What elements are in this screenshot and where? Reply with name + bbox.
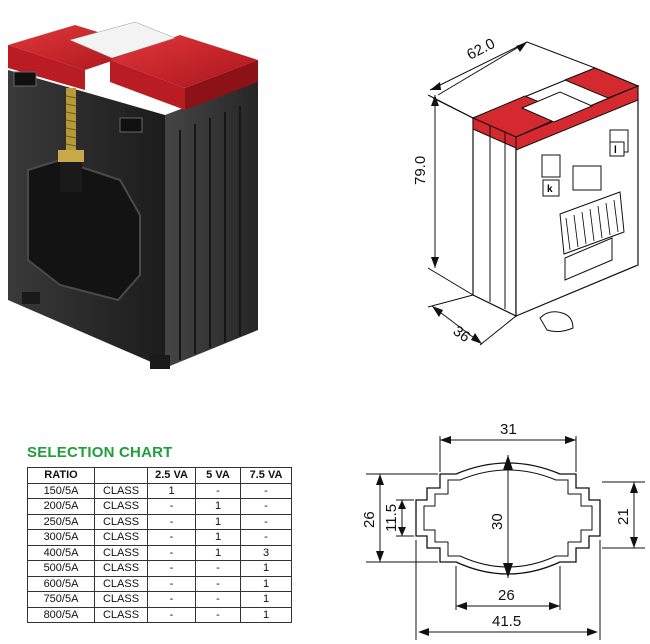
table-cell: CLASS	[94, 575, 148, 592]
table-cell: -	[240, 498, 292, 515]
table-cell: -	[147, 606, 196, 623]
table-cell: 1	[195, 513, 241, 530]
dim-top-31: 31	[500, 421, 517, 438]
dim-bottom-26: 26	[498, 587, 515, 604]
opening-outline	[415, 462, 601, 575]
table-cell: 1	[240, 606, 292, 623]
dim-opening-30: 30	[489, 513, 506, 530]
mount-foot-left	[22, 292, 40, 304]
header-2-5va: 2.5 VA	[147, 467, 196, 484]
iso-label-window	[520, 91, 594, 123]
table-cell: -	[195, 560, 241, 577]
dim-depth-36: 36	[450, 322, 473, 346]
table-cell: 750/5A	[27, 591, 95, 608]
table-cell: 1	[195, 498, 241, 515]
table-cell: 150/5A	[27, 482, 95, 499]
header-class	[94, 467, 148, 484]
selection-chart-title: SELECTION CHART	[27, 444, 173, 461]
red-cap-right	[110, 35, 258, 88]
table-cell: CLASS	[94, 544, 148, 561]
mount-foot-right	[150, 355, 170, 369]
table-cell: CLASS	[94, 498, 148, 515]
table-cell: -	[240, 482, 292, 499]
dim-height-79: 79.0	[412, 156, 429, 185]
terminal-l-label: l	[614, 145, 617, 156]
side-ribs	[179, 106, 241, 360]
table-cell: CLASS	[94, 529, 148, 546]
table-cell: 200/5A	[27, 498, 95, 515]
header-5va: 5 VA	[195, 467, 241, 484]
table-cell: 300/5A	[27, 529, 95, 546]
table-cell: 800/5A	[27, 606, 95, 623]
terminal-bolt	[66, 88, 76, 173]
header-ratio: RATIO	[27, 467, 95, 484]
terminal-slot-right	[119, 117, 143, 133]
transformer-side	[165, 80, 258, 368]
bolt-base	[60, 162, 82, 192]
iso-red-side-right	[515, 85, 639, 151]
table-cell: -	[195, 575, 241, 592]
iso-mount-foot	[539, 311, 574, 333]
table-cell: 1	[240, 591, 292, 608]
red-cap-right-side	[185, 60, 258, 110]
table-cell: CLASS	[94, 482, 148, 499]
rating-label	[69, 21, 176, 59]
table-cell: -	[147, 575, 196, 592]
table-cell: -	[195, 606, 241, 623]
table-header-row: RATIO 2.5 VA 5 VA 7.5 VA	[27, 467, 292, 484]
table-cell: 500/5A	[27, 560, 95, 577]
bolt-nut	[58, 150, 84, 162]
table-cell: -	[147, 529, 196, 546]
table-cell: 1	[240, 560, 292, 577]
table-cell: CLASS	[94, 591, 148, 608]
table-cell: CLASS	[94, 513, 148, 530]
table-cell: -	[195, 591, 241, 608]
table-cell: -	[147, 498, 196, 515]
table-cell: 600/5A	[27, 575, 95, 592]
dim-inner-11-5: 11.5	[383, 504, 400, 532]
table-cell: -	[195, 482, 241, 499]
terminal-k-label: k	[547, 184, 553, 195]
dim-bottom-41-5: 41.5	[492, 613, 521, 630]
red-cap-right-front	[110, 60, 185, 110]
dim-right-21: 21	[615, 508, 632, 525]
table-cell: -	[147, 513, 196, 530]
table-cell: 1	[195, 529, 241, 546]
table-cell: -	[147, 544, 196, 561]
table-cell: 3	[240, 544, 292, 561]
table-cell: CLASS	[94, 606, 148, 623]
table-cell: 400/5A	[27, 544, 95, 561]
terminal-slot-left	[13, 71, 37, 87]
table-cell: 250/5A	[27, 513, 95, 530]
table-cell: -	[147, 591, 196, 608]
red-cap-left-front	[8, 45, 85, 90]
header-7-5va: 7.5 VA	[240, 467, 292, 484]
dim-outer-26: 26	[361, 511, 378, 528]
table-cell: -	[240, 513, 292, 530]
table-cell: 1	[147, 482, 196, 499]
table-cell: 1	[240, 575, 292, 592]
table-cell: CLASS	[94, 560, 148, 577]
table-cell: -	[240, 529, 292, 546]
table-cell: -	[147, 560, 196, 577]
table-cell: 1	[195, 544, 241, 561]
